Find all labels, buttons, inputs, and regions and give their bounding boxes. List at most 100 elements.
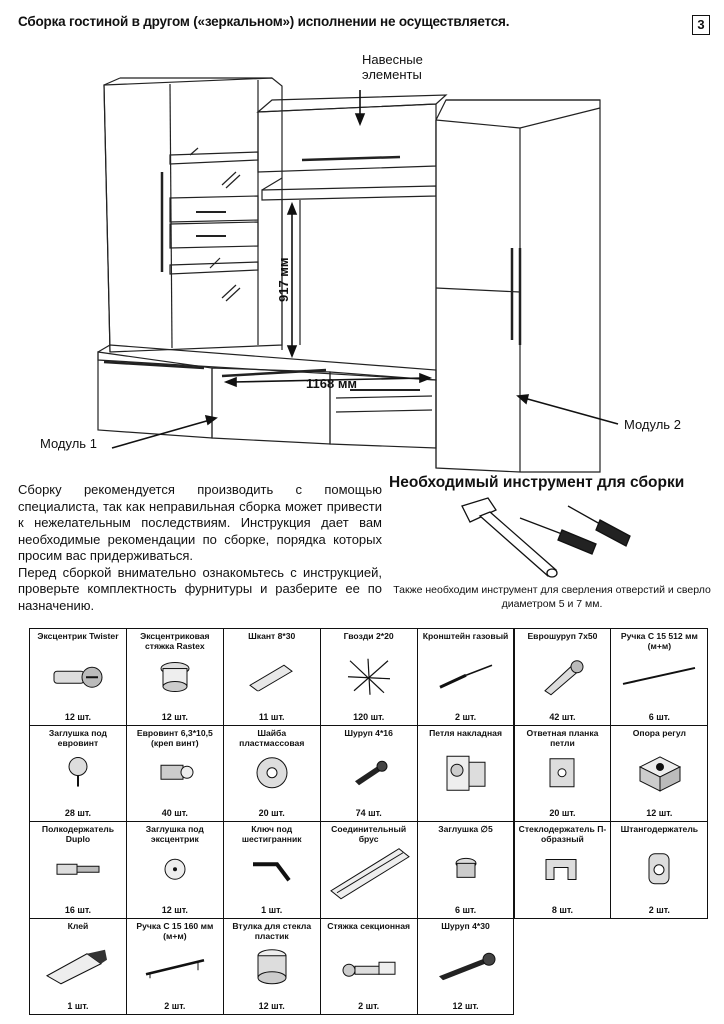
hardware-count: 12 шт. [64, 711, 92, 722]
hardware-cell: Стяжка секционная 2 шт. [319, 917, 418, 1015]
hardware-count: 16 шт. [64, 904, 92, 915]
hardware-count: 12 шт. [161, 904, 188, 915]
screwdriver-icon [519, 517, 597, 555]
page-title: Сборка гостиной в другом («зеркальном») … [18, 14, 510, 29]
hardware-count: 2 шт. [358, 1001, 380, 1011]
hardware-name: Заглушка ∅5 [438, 824, 493, 834]
hardware-count: 12 шт. [161, 711, 188, 722]
hardware-name: Евровинт 6,3*10,5 (креп винт) [136, 727, 213, 748]
rastex-icon [155, 658, 195, 699]
hardware-name: Еврошуруп 7х50 [527, 631, 598, 641]
hardware-count: 20 шт. [258, 808, 285, 818]
hardware-name: Соединительный брус [331, 824, 407, 844]
hardware-cell: Еврошуруп 7х50 42 шт. [513, 628, 612, 726]
hardware-count: 6 шт. [454, 904, 477, 915]
eccentric-cap-icon [160, 854, 190, 889]
hardware-cell: Опора регул 12 шт. [610, 724, 709, 822]
hardware-name: Ручка С 15 160 мм (м+м) [136, 920, 214, 941]
hanging-label-line-2: элементы [362, 67, 422, 82]
hardware-name: Шуруп 4*16 [344, 727, 393, 738]
hardware-name: Петля накладная [429, 727, 502, 738]
glass-holder-icon [540, 851, 584, 892]
hardware-cell: Стеклодержатель П-образный 8 шт. [513, 821, 612, 919]
hardware-cell: Заглушка под евровинт 28 шт. [29, 724, 127, 822]
screw-icon [349, 758, 389, 793]
hardware-cell: Ручка С 15 512 мм (м+м) 6 шт. [610, 628, 709, 726]
hardware-name: Ключ под шестигранник [241, 824, 302, 844]
washer-icon [252, 753, 292, 798]
hinge-icon [441, 749, 491, 804]
hardware-count: 74 шт. [355, 808, 382, 818]
hardware-cell: Шайба пластмассовая 20 шт. [222, 724, 321, 822]
hardware-cell: Заглушка ∅5 6 шт. [416, 821, 515, 919]
screw-long-icon [433, 951, 499, 986]
hardware-count: 6 шт. [648, 711, 670, 722]
hardware-count: 8 шт. [551, 904, 573, 915]
hardware-count: 12 шт. [258, 1001, 285, 1011]
cap-icon [63, 755, 93, 796]
hardware-count: 11 шт. [258, 711, 285, 722]
screwdriver-2-icon [567, 505, 631, 547]
hardware-count: 2 шт. [648, 904, 670, 915]
hardware-cell: Евровинт 6,3*10,5 (креп винт)40 шт. [125, 724, 224, 822]
hardware-name: Опора регул [632, 727, 686, 738]
intro-paragraph-1: Сборку рекомендуется производить с помощ… [18, 482, 382, 563]
tools-title: Необходимый инструмент для сборки [389, 474, 685, 491]
hardware-name: Шкант 8*30 [248, 631, 296, 641]
tools-note: Также необходим инструмент для сверления… [393, 584, 711, 610]
page-number: 3 [692, 15, 710, 35]
hardware-count: 2 шт. [454, 711, 477, 722]
hardware-cell: Шуруп 4*16 74 шт. [319, 724, 418, 822]
hammer-icon [461, 497, 558, 578]
euroscrew-short-icon [155, 758, 195, 793]
hardware-cell: Шкант 8*30 11 шт. [222, 628, 321, 726]
hanging-label-line-1: Навесные [362, 52, 423, 67]
hardware-cell: Эксцентрик Twister 12 шт. [29, 628, 127, 726]
hex-key-icon [247, 854, 297, 889]
rod-holder-icon [639, 850, 679, 895]
hardware-name: Стеклодержатель П-образный [518, 824, 607, 844]
hardware-name: Заглушка под эксцентрик [145, 824, 204, 844]
hardware-cell: Штангодержатель 2 шт. [610, 821, 709, 919]
glue-icon [43, 946, 113, 991]
hardware-name: Ответная планка петли [526, 727, 599, 748]
hardware-cell: Соединительный брус [319, 821, 418, 919]
hardware-name: Кронштейн газовый [422, 631, 509, 641]
hardware-name: Штангодержатель [620, 824, 699, 834]
module-1-label: Модуль 1 [40, 436, 97, 451]
hardware-name: Гвозди 2*20 [343, 631, 394, 641]
gas-strut-icon [436, 661, 496, 696]
hardware-cell: Ответная планка петли 20 шт. [513, 724, 612, 822]
hardware-cell: Ручка С 15 160 мм (м+м) 2 шт. [125, 917, 224, 1015]
hardware-name: Шуруп 4*30 [441, 920, 490, 931]
hardware-name: Ручка С 15 512 мм (м+м) [620, 631, 698, 651]
intro-paragraph-2: Перед сборкой внимательно ознакомьтесь с… [18, 564, 382, 613]
euroscrew-icon [537, 657, 587, 702]
connector-bar-icon [327, 841, 411, 906]
hardware-count: 12 шт. [646, 808, 673, 818]
hardware-name: Эксцентриковая стяжка Rastex [140, 631, 210, 651]
hardware-count: 20 шт. [549, 808, 576, 818]
hardware-name: Эксцентрик Twister [37, 631, 119, 641]
hinge-plate-icon [542, 753, 582, 798]
hardware-count: 42 шт. [549, 711, 576, 722]
intro-text: Сборку рекомендуется производить с помощ… [18, 482, 382, 614]
handle-long-icon [619, 664, 699, 693]
hardware-name: Шайба пластмассовая [239, 727, 305, 748]
hardware-count: 2 шт. [164, 1001, 186, 1011]
hardware-count: 28 шт. [64, 808, 92, 818]
hardware-name: Заглушка под евровинт [48, 727, 107, 748]
shelf-support-icon [53, 854, 103, 889]
dowel-icon [244, 661, 300, 696]
leveler-icon [634, 751, 684, 800]
hardware-name: Стяжка секционная [327, 920, 411, 931]
hardware-count: 1 шт. [261, 904, 283, 915]
hardware-cell: Эксцентриковая стяжка Rastex 12 шт. [125, 628, 224, 726]
hardware-cell: Кронштейн газовый 2 шт. [416, 628, 515, 726]
hardware-cell: Петля накладная [416, 724, 515, 822]
